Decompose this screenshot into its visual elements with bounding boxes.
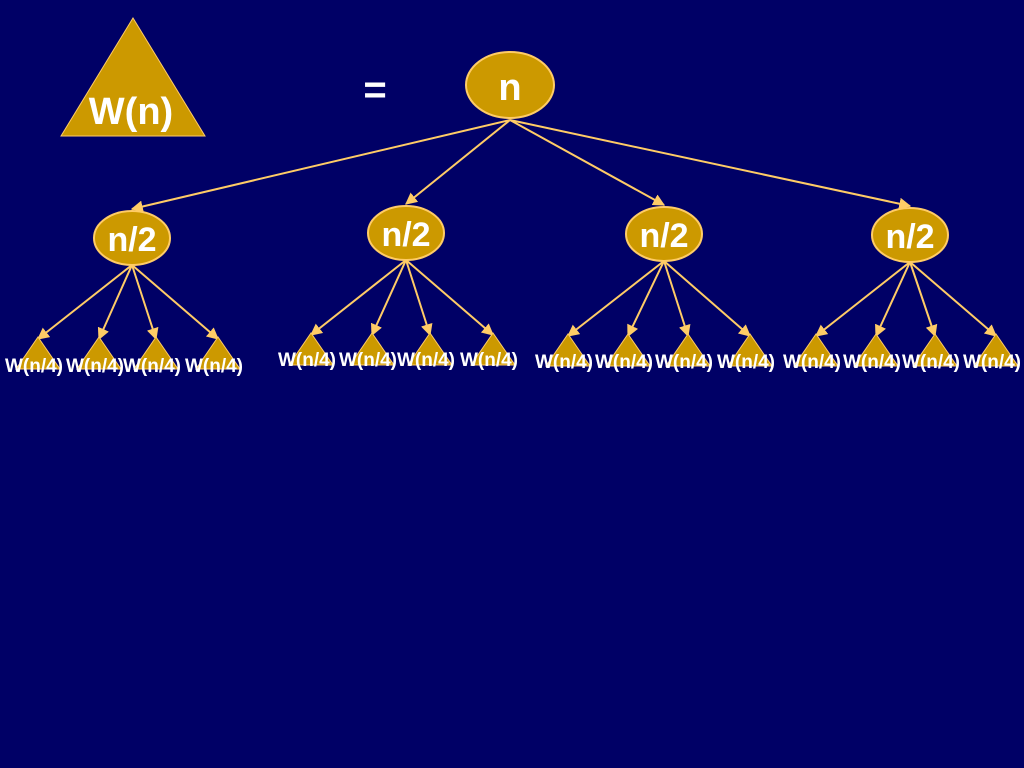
leaf-label: W(n/4) bbox=[278, 350, 336, 371]
legend-label: W(n) bbox=[89, 91, 173, 133]
edge-child-3-to-leaf-2 bbox=[627, 260, 665, 338]
child-node-1-label: n/2 bbox=[107, 221, 156, 259]
tree-edges bbox=[37, 119, 997, 341]
child-node-1 bbox=[93, 210, 171, 266]
edge-child-4-to-leaf-1 bbox=[815, 261, 911, 337]
child-node-3-label: n/2 bbox=[639, 217, 688, 255]
leaf-label: W(n/4) bbox=[655, 352, 713, 373]
edge-root-to-child-2 bbox=[405, 119, 511, 205]
leaf-label: W(n/4) bbox=[123, 356, 181, 377]
edge-child-2-to-leaf-4 bbox=[405, 259, 494, 336]
leaf-triangle bbox=[665, 333, 711, 367]
leaf-triangle bbox=[15, 336, 61, 370]
edge-root-to-child-3 bbox=[509, 119, 666, 206]
leaf-label: W(n/4) bbox=[66, 356, 124, 377]
leaf-label: W(n/4) bbox=[535, 352, 593, 373]
root-node bbox=[465, 51, 555, 119]
leaf-triangle bbox=[912, 333, 958, 367]
child-node-2 bbox=[367, 205, 445, 261]
edge-child-3-to-leaf-1 bbox=[567, 260, 665, 337]
edge-root-to-child-4 bbox=[509, 119, 912, 210]
edge-child-1-to-leaf-3 bbox=[131, 264, 159, 341]
leaf-triangle bbox=[76, 336, 122, 370]
leaf-triangle bbox=[727, 333, 773, 367]
edge-root-to-child-1 bbox=[130, 119, 511, 213]
legend-triangle bbox=[60, 17, 206, 137]
leaf-triangle bbox=[195, 336, 241, 370]
leaf-triangle bbox=[973, 333, 1019, 367]
leaf-label: W(n/4) bbox=[595, 352, 653, 373]
leaf-label: W(n/4) bbox=[717, 352, 775, 373]
edge-child-3-to-leaf-4 bbox=[663, 260, 751, 337]
leaf-triangle bbox=[288, 332, 334, 366]
leaf-triangle bbox=[133, 336, 179, 370]
leaf-label: W(n/4) bbox=[185, 356, 243, 377]
equals-sign: = bbox=[363, 68, 386, 112]
leaf-triangle bbox=[349, 332, 395, 366]
edge-child-3-to-leaf-3 bbox=[663, 260, 691, 338]
leaf-nodes: W(n/4)W(n/4)W(n/4)W(n/4)W(n/4)W(n/4)W(n/… bbox=[5, 332, 1021, 377]
child-node-4-label: n/2 bbox=[885, 218, 934, 256]
child-node-2-label: n/2 bbox=[381, 216, 430, 254]
leaf-triangle bbox=[793, 333, 839, 367]
edge-child-1-to-leaf-4 bbox=[131, 264, 219, 340]
edge-child-4-to-leaf-3 bbox=[909, 261, 938, 338]
leaf-label: W(n/4) bbox=[902, 352, 960, 373]
leaf-label: W(n/4) bbox=[460, 350, 518, 371]
leaf-triangle bbox=[545, 333, 591, 367]
edge-child-1-to-leaf-1 bbox=[37, 264, 133, 340]
leaf-label: W(n/4) bbox=[397, 350, 455, 371]
leaf-triangle bbox=[470, 332, 516, 366]
child-node-3 bbox=[625, 206, 703, 262]
edge-child-2-to-leaf-2 bbox=[370, 259, 407, 337]
leaf-label: W(n/4) bbox=[339, 350, 397, 371]
leaf-triangle bbox=[853, 333, 899, 367]
edge-child-2-to-leaf-1 bbox=[310, 259, 407, 336]
leaf-triangle bbox=[407, 332, 453, 366]
edge-child-4-to-leaf-4 bbox=[909, 261, 997, 337]
leaf-label: W(n/4) bbox=[783, 352, 841, 373]
edge-child-1-to-leaf-2 bbox=[97, 264, 133, 341]
leaf-label: W(n/4) bbox=[5, 356, 63, 377]
edge-child-4-to-leaf-2 bbox=[875, 261, 911, 338]
leaf-triangle bbox=[605, 333, 651, 367]
root-node-label: n bbox=[498, 67, 521, 109]
leaf-label: W(n/4) bbox=[963, 352, 1021, 373]
edge-child-2-to-leaf-3 bbox=[405, 259, 433, 337]
child-node-4 bbox=[871, 207, 949, 263]
leaf-label: W(n/4) bbox=[843, 352, 901, 373]
